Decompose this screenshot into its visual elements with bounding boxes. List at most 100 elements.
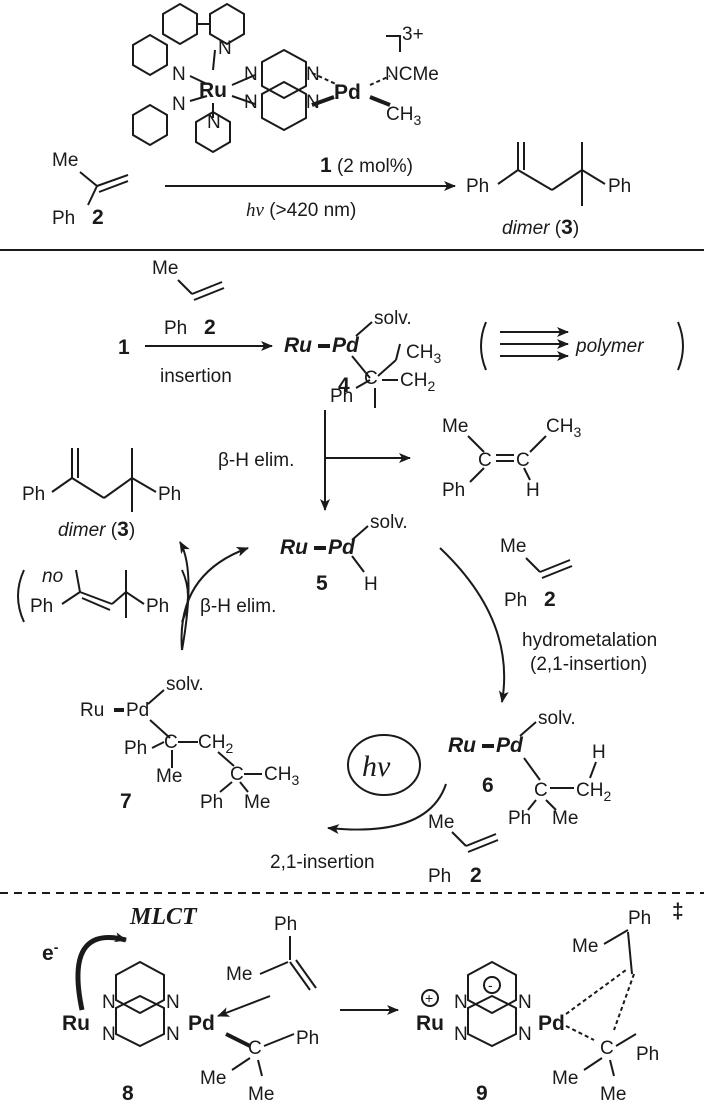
int7-ch3: CH3 — [264, 764, 299, 788]
int9-n1: N — [454, 992, 468, 1013]
beta-h-elim-1: β-H elim. — [218, 450, 294, 471]
int4-ch3: CH3 — [406, 342, 441, 366]
cycle-dimer-ph-right: Ph — [158, 484, 181, 505]
int4-c: C — [364, 368, 378, 389]
int5-pd: Pd — [328, 536, 356, 559]
int8-ru: Ru — [62, 1012, 90, 1035]
n-label-3: N — [172, 94, 186, 115]
int4-solv: solv. — [374, 308, 412, 329]
substrate-ph: Ph — [52, 208, 75, 229]
hv-circle — [347, 734, 421, 796]
int8-n3: N — [166, 992, 180, 1013]
catalytic-cycle: 1 Me Ph 2 insertion Ru Pd solv. C CH3 CH… — [17, 258, 684, 887]
int4-number: 4 — [338, 374, 350, 397]
int7-number: 7 — [120, 790, 132, 813]
int6-number: 6 — [482, 774, 494, 797]
int4-ru: Ru — [284, 334, 312, 357]
hydrometalation-label: hydrometalation — [522, 630, 657, 651]
int7-c2: C — [230, 764, 244, 785]
int7-me1: Me — [156, 766, 182, 787]
catalyst-loading: 1 (2 mol%) — [320, 154, 413, 177]
int5-h: H — [364, 574, 378, 595]
irradiation-condition: hν (>420 nm) — [246, 200, 356, 221]
substrate-number: 2 — [92, 206, 104, 229]
no-ph-right: Ph — [146, 596, 169, 617]
int8-ph: Ph — [296, 1028, 319, 1049]
insert-me: Me — [152, 258, 178, 279]
int7-ph: Ph — [124, 738, 147, 759]
overall-reaction: Me Ph 2 1 (2 mol%) hν (>420 nm) Ph Ph di… — [52, 142, 631, 239]
int4-ph: Ph — [330, 386, 353, 407]
bottom-ph: Ph — [428, 866, 451, 887]
n-label-1: N — [172, 64, 186, 85]
dimer-3-label: dimer (3) — [502, 216, 579, 239]
int9-me2: Me — [600, 1084, 626, 1104]
polymer-label: polymer — [575, 336, 644, 357]
start-catalyst-1: 1 — [118, 336, 130, 359]
insertion-21-label: (2,1-insertion) — [530, 654, 647, 675]
alkene-ph: Ph — [442, 480, 465, 501]
n-label-8: N — [306, 92, 320, 113]
alkene-c1: C — [478, 450, 492, 471]
ncme-ligand: NCMe — [385, 64, 439, 85]
hydro-ph: Ph — [504, 590, 527, 611]
substrate-me: Me — [52, 150, 78, 171]
int5-ru: Ru — [280, 536, 308, 559]
int6-ph: Ph — [508, 808, 531, 829]
n-label-6: N — [244, 92, 258, 113]
int9-minus: - — [488, 977, 493, 993]
ru-center-label: Ru — [199, 79, 227, 102]
int9-me-top: Me — [572, 936, 598, 957]
alkene-ch3: CH3 — [546, 416, 581, 440]
hv-label: hν — [362, 750, 391, 783]
product-ph-left: Ph — [466, 176, 489, 197]
alkene-c2: C — [516, 450, 530, 471]
n-label-2: N — [218, 38, 232, 59]
int8-number: 8 — [122, 1082, 134, 1104]
n-label-5: N — [244, 64, 258, 85]
int9-n3: N — [518, 992, 532, 1013]
no-ph-left: Ph — [30, 596, 53, 617]
pd-center-label: Pd — [334, 81, 361, 104]
int9-number: 9 — [476, 1082, 488, 1104]
int9-me1: Me — [552, 1068, 578, 1089]
mlct-label: MLCT — [129, 904, 198, 930]
int7-c1: C — [164, 732, 178, 753]
electron-label: e- — [42, 939, 59, 965]
int8-c: C — [248, 1038, 262, 1059]
int8-n4: N — [166, 1024, 180, 1045]
insert-2: 2 — [204, 316, 216, 339]
ts-symbol: ‡ — [672, 900, 684, 923]
int5-number: 5 — [316, 572, 328, 595]
no-label: no — [42, 566, 63, 587]
methyl-ligand: CH3 — [386, 104, 421, 128]
n-label-4: N — [207, 112, 221, 133]
int9-c: C — [600, 1038, 614, 1059]
charge-label: 3+ — [402, 24, 424, 45]
insert-ph: Ph — [164, 318, 187, 339]
int6-ch2: CH2 — [576, 780, 611, 804]
int9-plus: + — [425, 990, 433, 1006]
int6-pd: Pd — [496, 734, 524, 757]
int6-ru: Ru — [448, 734, 476, 757]
beta-h-elim-2: β-H elim. — [200, 596, 276, 617]
product-ph-right: Ph — [608, 176, 631, 197]
int5-solv: solv. — [370, 512, 408, 533]
int6-solv: solv. — [538, 708, 576, 729]
int9-pd: Pd — [538, 1012, 565, 1035]
int8-n2: N — [102, 1024, 116, 1045]
int9-ru: Ru — [416, 1012, 444, 1035]
int7-ph2: Ph — [200, 792, 223, 813]
cycle-dimer-ph-left: Ph — [22, 484, 45, 505]
int9-n4: N — [518, 1024, 532, 1045]
int7-ch2: CH2 — [198, 732, 233, 756]
int6-c: C — [534, 780, 548, 801]
int8-alkene-ph: Ph — [274, 914, 297, 935]
int6-me: Me — [552, 808, 578, 829]
int9-n2: N — [454, 1024, 468, 1045]
int7-me2: Me — [244, 792, 270, 813]
bottom-2: 2 — [470, 864, 482, 887]
mlct-mechanism: MLCT e- Ru N N N N Pd Ph Me C Ph Me Me 8… — [42, 900, 684, 1104]
int4-ch2: CH2 — [400, 370, 435, 394]
